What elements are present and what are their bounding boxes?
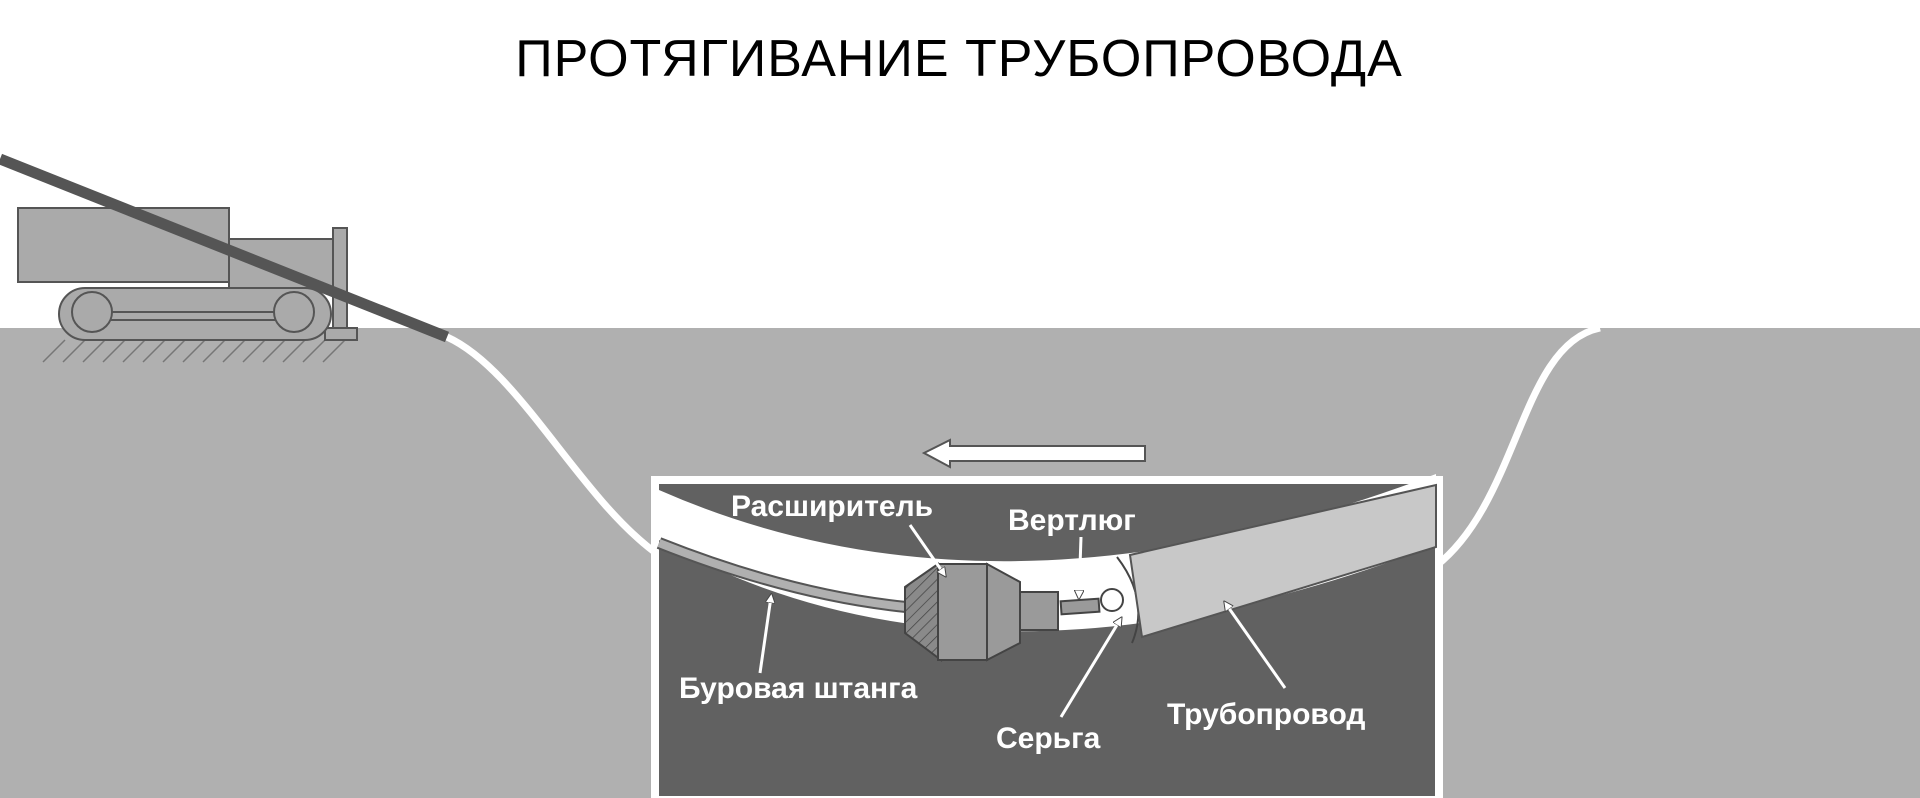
diagram-title: ПРОТЯГИВАНИЕ ТРУБОПРОВОДА — [515, 30, 1403, 88]
pipeline-segment — [1128, 483, 1437, 639]
pull-direction-arrow-icon — [921, 438, 1146, 469]
pipeline-pointer — [1226, 604, 1287, 689]
label-swivel: Вертлюг — [1008, 504, 1136, 537]
reamer-body — [937, 563, 988, 661]
swivel-pointer — [1079, 536, 1081, 596]
label-pipeline: Трубопровод — [1167, 698, 1365, 731]
drill-string — [0, 153, 450, 343]
reamer-neck — [1019, 591, 1059, 631]
crawler-track — [58, 287, 332, 341]
reamer-cone — [986, 562, 1021, 662]
shackle-pointer — [1059, 620, 1120, 718]
label-drill-rod: Буровая штанга — [679, 672, 918, 705]
detail-inset: Расширитель Вертлюг Буровая штанга Серьг… — [651, 474, 1443, 798]
label-shackle: Серьга — [996, 722, 1101, 755]
label-reamer: Расширитель — [731, 490, 933, 523]
drill-rod-pointer — [758, 597, 771, 674]
ground-hatch — [42, 339, 346, 363]
shackle — [1100, 588, 1124, 612]
track-wheel — [273, 291, 315, 333]
swivel — [1059, 597, 1101, 616]
track-wheel — [71, 291, 113, 333]
reamer-pointer — [908, 524, 944, 574]
bore-path-left — [445, 333, 663, 559]
bore-path-right — [1433, 324, 1601, 569]
